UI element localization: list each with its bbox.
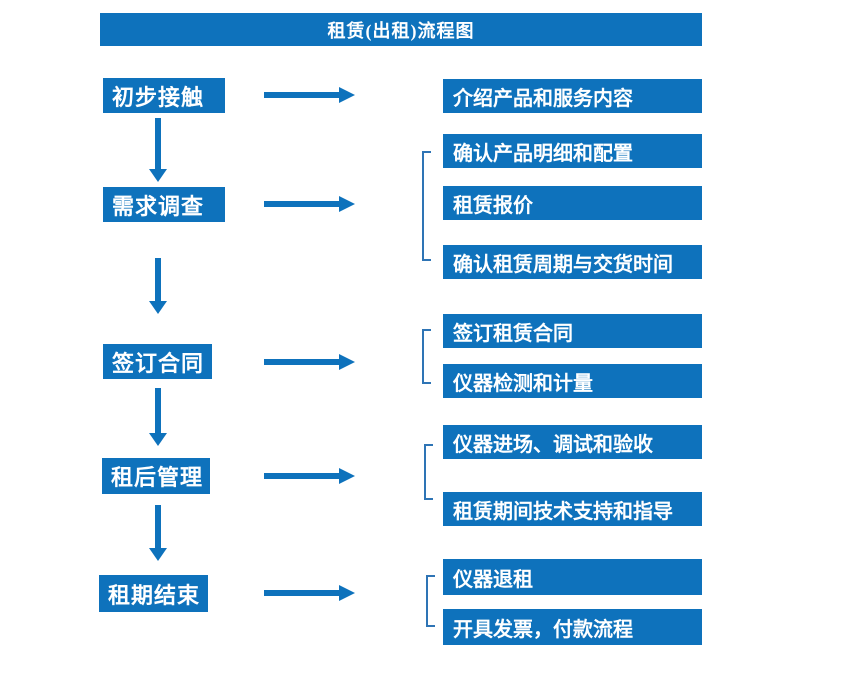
arrow-shaft: [264, 92, 341, 98]
right-arrow-5: [264, 585, 355, 601]
arrow-head-icon: [339, 468, 355, 484]
detail-box-instrument-return: 仪器退租: [443, 559, 702, 595]
group-bracket-post-rental: [424, 444, 433, 500]
down-arrow-3: [149, 388, 167, 446]
step-box-rental-end: 租期结束: [99, 575, 208, 612]
down-arrow-1: [149, 118, 167, 182]
group-bracket-demand-survey: [422, 151, 431, 261]
arrow-shaft: [155, 388, 161, 434]
step-box-initial-contact: 初步接触: [103, 78, 225, 113]
right-arrow-3: [264, 354, 355, 370]
arrow-head-icon: [149, 301, 167, 314]
arrow-shaft: [155, 505, 161, 549]
detail-box-sign-rental-contract: 签订租赁合同: [443, 314, 702, 348]
arrow-head-icon: [149, 548, 167, 561]
flowchart-title: 租赁(出租)流程图: [100, 13, 702, 46]
arrow-head-icon: [339, 87, 355, 103]
arrow-shaft: [264, 359, 341, 365]
arrow-shaft: [155, 258, 161, 302]
arrow-shaft: [264, 201, 341, 207]
right-arrow-4: [264, 468, 355, 484]
arrow-head-icon: [339, 196, 355, 212]
arrow-head-icon: [149, 433, 167, 446]
right-arrow-2: [264, 196, 355, 212]
arrow-head-icon: [339, 354, 355, 370]
detail-box-instrument-testing: 仪器检测和计量: [443, 364, 702, 398]
detail-box-instrument-setup: 仪器进场、调试和验收: [443, 425, 702, 459]
down-arrow-2: [149, 258, 167, 314]
arrow-head-icon: [339, 585, 355, 601]
step-box-sign-contract: 签订合同: [103, 344, 212, 379]
detail-box-confirm-product-config: 确认产品明细和配置: [443, 134, 702, 168]
detail-box-rental-quote: 租赁报价: [443, 186, 702, 220]
detail-box-tech-support: 租赁期间技术支持和指导: [443, 492, 702, 526]
down-arrow-4: [149, 505, 167, 561]
group-bracket-rental-end: [426, 575, 435, 627]
step-box-demand-survey: 需求调查: [103, 187, 225, 222]
group-bracket-sign-contract: [422, 329, 431, 384]
arrow-head-icon: [149, 169, 167, 182]
detail-box-confirm-period-delivery: 确认租赁周期与交货时间: [443, 245, 702, 279]
arrow-shaft: [264, 590, 341, 596]
right-arrow-1: [264, 87, 355, 103]
detail-box-introduce-products: 介绍产品和服务内容: [443, 79, 702, 113]
step-box-post-rental-management: 租后管理: [102, 458, 210, 494]
arrow-shaft: [264, 473, 341, 479]
detail-box-invoice-payment: 开具发票，付款流程: [443, 609, 702, 645]
arrow-shaft: [155, 118, 161, 170]
